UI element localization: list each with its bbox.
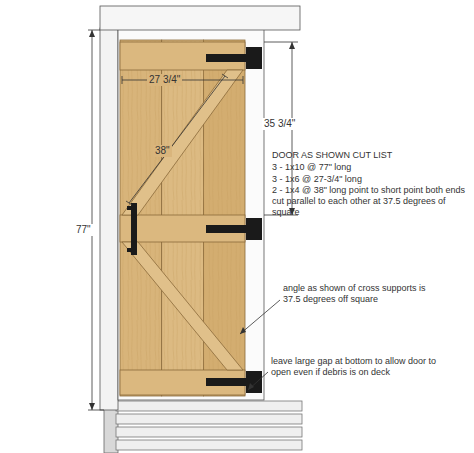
hinge-strap xyxy=(206,225,248,233)
wood-grain xyxy=(120,40,245,396)
cross-brace xyxy=(122,242,243,370)
width-dimension xyxy=(122,76,243,84)
leader-line xyxy=(248,372,268,390)
note-callout: angle as shown of cross supports is 37.5… xyxy=(283,283,433,305)
handle-bar xyxy=(131,203,137,255)
deck-slat xyxy=(116,440,302,450)
deck-slat xyxy=(116,427,302,437)
door-handle xyxy=(127,203,137,255)
dimension-label: 27 3/4" xyxy=(147,74,182,86)
hinge-plate xyxy=(246,47,262,69)
side-wall xyxy=(100,28,118,410)
hinge-plate xyxy=(246,371,262,393)
deck xyxy=(104,398,302,453)
deck-slat xyxy=(116,414,302,424)
hinge-plate xyxy=(246,218,262,240)
overall-dimension xyxy=(88,30,104,410)
leader-line xyxy=(240,300,280,334)
note-callout: leave large gap at bottom to allow door … xyxy=(271,356,446,378)
strap-hinges xyxy=(206,47,262,393)
dimension-label: 38" xyxy=(153,145,172,157)
cut-list-item: 2 - 1x4 @ 38" long point to short point … xyxy=(272,185,467,217)
dimension-arrows xyxy=(89,30,295,410)
handle-mount xyxy=(127,206,133,210)
hinge-strap xyxy=(206,54,248,62)
dimension-label: 35 3/4" xyxy=(262,118,297,130)
brace-dimension xyxy=(126,74,228,205)
leader-arrowhead xyxy=(240,327,246,334)
cut-list-item: 3 - 1x6 @ 27-3/4" long xyxy=(272,174,467,185)
handle-mount xyxy=(127,248,133,252)
door xyxy=(120,40,245,396)
arrowhead xyxy=(89,403,95,410)
hinge-strap xyxy=(206,378,248,386)
cross-brace xyxy=(122,70,243,215)
cut-list-heading: DOOR AS SHOWN CUT LIST xyxy=(272,150,467,161)
front-wall xyxy=(118,28,264,400)
deck-slat xyxy=(116,401,302,411)
roof xyxy=(100,6,300,30)
leader-arrowhead xyxy=(248,383,254,390)
cut-list-item: 3 - 1x10 @ 77" long xyxy=(272,162,467,173)
arrowhead xyxy=(89,30,95,37)
dimension-lines xyxy=(88,30,298,410)
dimension-label: 77" xyxy=(74,224,93,236)
arrowhead xyxy=(289,42,295,49)
